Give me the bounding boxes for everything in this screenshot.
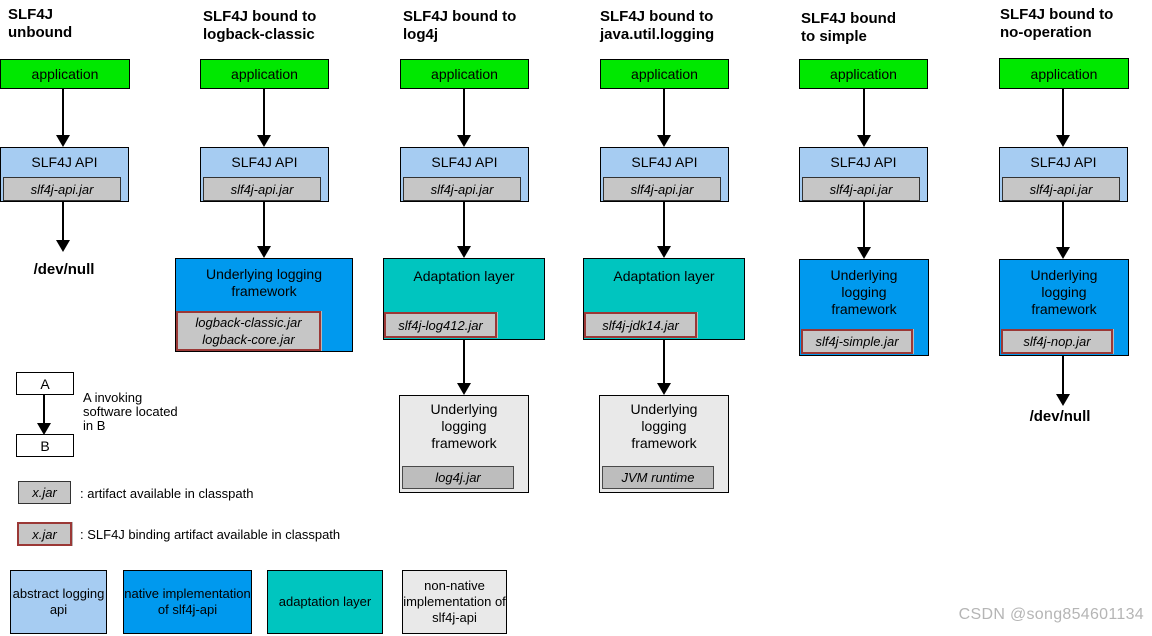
down-arrow-icon — [56, 202, 70, 252]
binding-jar: slf4j-simple.jar — [801, 329, 913, 354]
underlying-framework-box: Underlying logging framework slf4j-simpl… — [799, 259, 929, 356]
column-title-jul: SLF4J bound to java.util.logging — [600, 8, 715, 43]
underlying-framework-label: Underlying logging framework — [830, 267, 898, 317]
application-box: application — [400, 59, 529, 89]
down-arrow-icon — [857, 202, 871, 259]
down-arrow-icon — [257, 89, 271, 147]
underlying-framework-box: Underlying logging framework slf4j-nop.j… — [999, 259, 1129, 356]
slf4j-api-jar: slf4j-api.jar — [1002, 177, 1120, 201]
framework-jar: log4j.jar — [402, 466, 514, 489]
adaptation-layer-box: Adaptation layer slf4j-log412.jar — [383, 258, 545, 340]
legend-ab-caption: A invoking software located in B — [83, 390, 178, 433]
down-arrow-icon — [457, 340, 471, 395]
legend-b-box: B — [16, 434, 74, 457]
slf4j-api-label: SLF4J API — [231, 154, 298, 170]
underlying-framework-label: Underlying logging framework — [206, 266, 322, 299]
slf4j-api-box: SLF4J API slf4j-api.jar — [600, 147, 729, 202]
slf4j-api-jar: slf4j-api.jar — [3, 177, 121, 201]
legend-plain-jar: x.jar — [18, 481, 71, 504]
binding-jar: slf4j-jdk14.jar — [584, 312, 697, 338]
application-box: application — [600, 59, 729, 89]
slf4j-api-jar: slf4j-api.jar — [403, 177, 521, 201]
slf4j-api-label: SLF4J API — [1030, 154, 1097, 170]
slf4j-api-box: SLF4J API slf4j-api.jar — [400, 147, 529, 202]
legend-binding-jar: x.jar — [17, 522, 72, 546]
down-arrow-icon — [257, 202, 271, 258]
application-box: application — [0, 59, 130, 89]
column-title-nop: SLF4J bound to no-operation — [1000, 6, 1114, 41]
legend-binding-jar-caption: : SLF4J binding artifact available in cl… — [80, 527, 341, 542]
binding-jar: logback-classic.jar logback-core.jar — [176, 311, 321, 351]
legend-adaptation-box: adaptation layer — [267, 570, 383, 634]
adaptation-layer-box: Adaptation layer slf4j-jdk14.jar — [583, 258, 745, 340]
underlying-framework-box: Underlying logging framework JVM runtime — [599, 395, 729, 493]
legend-non-native-box: non-native implementation of slf4j-api — [402, 570, 507, 634]
down-arrow-icon — [56, 89, 70, 147]
devnull-label: /dev/null — [1029, 408, 1091, 425]
slf4j-api-jar: slf4j-api.jar — [603, 177, 721, 201]
underlying-framework-box: Underlying logging framework log4j.jar — [399, 395, 529, 493]
slf4j-api-jar: slf4j-api.jar — [802, 177, 920, 201]
down-arrow-icon — [1056, 202, 1070, 259]
down-arrow-icon — [657, 89, 671, 147]
down-arrow-icon — [657, 340, 671, 395]
down-arrow-icon — [857, 89, 871, 147]
slf4j-api-label: SLF4J API — [830, 154, 897, 170]
down-arrow-icon — [457, 89, 471, 147]
slf4j-api-box: SLF4J API slf4j-api.jar — [200, 147, 329, 202]
legend-native-impl-box: native implementation of slf4j-api — [123, 570, 252, 634]
application-box: application — [200, 59, 329, 89]
legend-plain-jar-caption: : artifact available in classpath — [80, 486, 254, 501]
underlying-framework-label: Underlying logging framework — [1030, 267, 1098, 317]
column-title-unbound: SLF4J unbound — [8, 6, 73, 41]
slf4j-api-label: SLF4J API — [631, 154, 698, 170]
underlying-framework-box: Underlying logging framework logback-cla… — [175, 258, 353, 352]
column-title-simple: SLF4J bound to simple — [801, 10, 896, 45]
adaptation-layer-label: Adaptation layer — [613, 268, 715, 284]
framework-jar: JVM runtime — [602, 466, 714, 489]
legend-abstract-api-box: abstract logging api — [10, 570, 107, 634]
column-title-logback-classic: SLF4J bound to logback-classic — [203, 8, 317, 43]
down-arrow-icon — [37, 395, 51, 435]
down-arrow-icon — [457, 202, 471, 258]
binding-jar: slf4j-log412.jar — [384, 312, 497, 338]
down-arrow-icon — [1056, 89, 1070, 147]
down-arrow-icon — [1056, 356, 1070, 406]
csdn-watermark: CSDN @song854601134 — [958, 606, 1144, 623]
application-box: application — [799, 59, 928, 89]
slf4j-api-label: SLF4J API — [431, 154, 498, 170]
application-box: application — [999, 58, 1129, 89]
underlying-framework-label: Underlying logging framework — [430, 401, 498, 451]
column-title-log4j: SLF4J bound to log4j — [403, 8, 517, 43]
legend-a-box: A — [16, 372, 74, 395]
slf4j-api-jar: slf4j-api.jar — [203, 177, 321, 201]
slf4j-api-box: SLF4J API slf4j-api.jar — [799, 147, 928, 202]
slf4j-api-label: SLF4J API — [31, 154, 98, 170]
slf4j-api-box: SLF4J API slf4j-api.jar — [999, 147, 1128, 202]
binding-jar: slf4j-nop.jar — [1001, 329, 1113, 354]
down-arrow-icon — [657, 202, 671, 258]
underlying-framework-label: Underlying logging framework — [630, 401, 698, 451]
devnull-label: /dev/null — [33, 261, 95, 278]
adaptation-layer-label: Adaptation layer — [413, 268, 515, 284]
slf4j-api-box: SLF4J API slf4j-api.jar — [0, 147, 129, 202]
